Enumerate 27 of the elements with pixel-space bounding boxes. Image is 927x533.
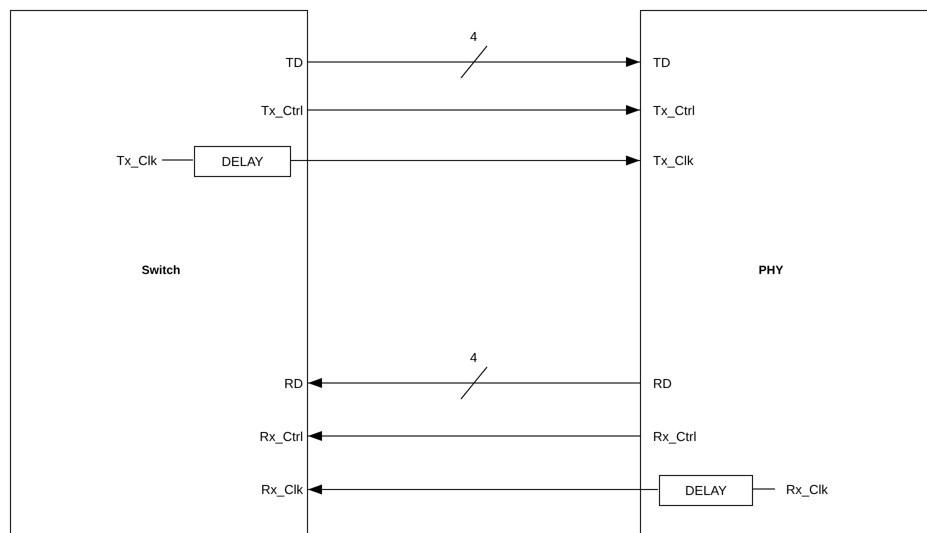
arrow [308,57,640,67]
signal-label: Rx_Clk [776,481,856,499]
delay-box: DELAY [194,146,291,177]
signal-label: Tx_Clk [641,152,721,170]
signal-label: Rx_Ctrl [231,428,309,446]
arrow [290,156,640,166]
signal-label: TD [641,54,701,72]
arrow [308,484,658,494]
signal-label: Tx_Ctrl [641,102,721,120]
edge-label: 4 [470,350,478,365]
device-block [10,10,308,533]
block-title: Switch [140,263,182,277]
arrow [308,378,640,388]
delay-box: DELAY [659,475,753,506]
signal-label: Tx_Ctrl [231,102,309,120]
signal-label: Tx_Clk [97,152,163,170]
device-block [640,10,927,533]
signal-label: RD [251,375,309,393]
signal-label: Rx_Clk [231,481,309,499]
signal-label: Rx_Ctrl [641,428,721,446]
connector-line [752,488,776,490]
edge-label: 4 [470,29,478,44]
arrow [308,105,640,115]
signal-label: TD [251,54,309,72]
arrow [308,431,640,441]
block-title: PHY [758,263,784,277]
signal-label: RD [641,375,701,393]
